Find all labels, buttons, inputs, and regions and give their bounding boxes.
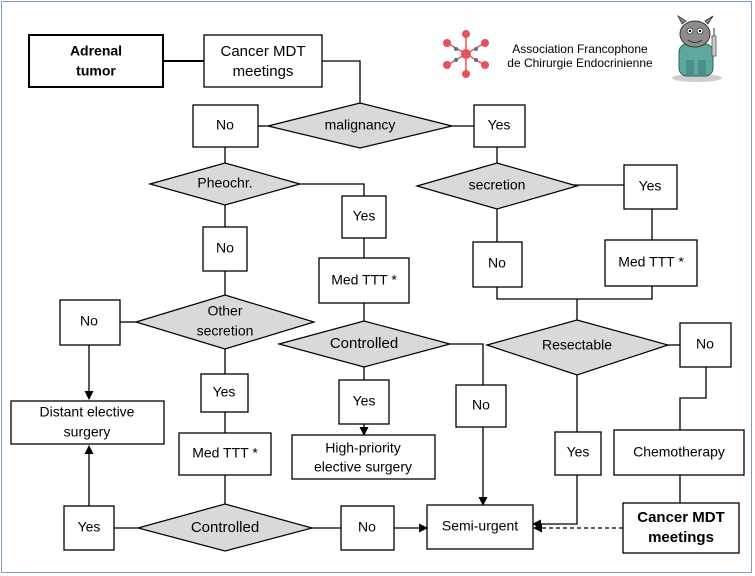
controlled-bottom-no-box: No [340,505,395,551]
semi-urgent-box: Semi-urgent [426,504,534,550]
distant-elective-box: Distant elective surgery [10,400,165,445]
distant-line1: Distant elective [40,404,135,420]
controlled-bottom-label: Controlled [191,519,259,536]
mdt-top-line1: Cancer MDT [220,43,305,60]
pheochr-med-box: Med TTT * [318,257,410,304]
pheochr-diamond: Pheochr. [147,162,303,206]
other-secretion-diamond: Other secretion [133,294,317,350]
distant-line2: surgery [64,424,111,440]
controlled-mid-yes-box: Yes [338,379,390,425]
controlled-mid-no-label: No [472,397,490,413]
pheochr-no-label: No [216,240,234,256]
other-no-label: No [80,313,98,329]
mdt-bottom-line2: meetings [648,529,714,546]
controlled-mid-no-box: No [455,384,507,428]
controlled-bottom-yes-label: Yes [78,519,101,535]
mdt-top-line2: meetings [233,63,294,80]
mdt-bottom-line1: Cancer MDT [637,509,725,526]
malignancy-no-box: No [192,104,259,148]
other-med-box: Med TTT * [178,432,272,476]
chemotherapy-label: Chemotherapy [633,444,725,460]
resectable-label: Resectable [542,337,612,353]
semi-urgent-label: Semi-urgent [442,518,518,534]
adrenal-tumor-line2: tumor [76,63,116,79]
adrenal-tumor-line1: Adrenal [70,43,122,59]
secretion-diamond: secretion [414,162,580,210]
other-secretion-line2: secretion [197,323,254,339]
secretion-label: secretion [469,177,526,193]
other-yes-label: Yes [213,384,236,400]
resectable-no-label: No [696,336,714,352]
surgeon-mascot-icon [672,14,722,82]
controlled-mid-label: Controlled [330,335,398,352]
mdt-top-box: Cancer MDT meetings [203,34,323,88]
controlled-mid-yes-label: Yes [353,393,376,409]
high-priority-line1: High-priority [325,440,400,456]
high-priority-line2: elective surgery [314,459,412,475]
logo-line1: Association Francophone [512,42,648,56]
resectable-diamond: Resectable [484,319,671,376]
pheochr-no-box: No [202,226,248,272]
malignancy-yes-box: Yes [473,104,526,148]
malignancy-label: malignancy [325,117,396,133]
mdt-bottom-box: Cancer MDT meetings [622,502,740,554]
secretion-med-label: Med TTT * [618,254,684,270]
secretion-no-label: No [488,255,506,271]
secretion-yes-box: Yes [623,164,678,210]
resectable-no-box: No [679,322,732,368]
chemotherapy-box: Chemotherapy [613,429,745,476]
controlled-mid-diamond: Controlled [276,320,453,368]
secretion-yes-label: Yes [639,178,662,194]
afce-logo-icon [443,30,489,78]
secretion-med-box: Med TTT * [604,239,698,287]
resectable-yes-label: Yes [567,444,590,460]
controlled-bottom-yes-box: Yes [63,505,115,551]
malignancy-diamond: malignancy [267,102,453,149]
adrenal-tumor-box: Adrenal tumor [28,34,164,88]
secretion-no-box: No [472,241,523,288]
resectable-yes-box: Yes [554,431,602,476]
pheochr-label: Pheochr. [197,175,252,191]
pheochr-yes-box: Yes [341,195,387,239]
logo-line2: de Chirurgie Endocrinienne [507,56,653,70]
other-yes-box: Yes [200,373,249,413]
other-no-box: No [59,299,121,346]
high-priority-box: High-priority elective surgery [291,434,436,480]
controlled-bottom-diamond: Controlled [135,503,315,552]
malignancy-yes-label: Yes [488,117,511,133]
connectors [84,60,707,533]
malignancy-no-label: No [216,117,234,133]
other-med-label: Med TTT * [192,445,258,461]
other-secretion-line1: Other [207,303,242,319]
pheochr-med-label: Med TTT * [331,272,397,288]
controlled-bottom-no-label: No [358,519,376,535]
pheochr-yes-label: Yes [353,208,376,224]
